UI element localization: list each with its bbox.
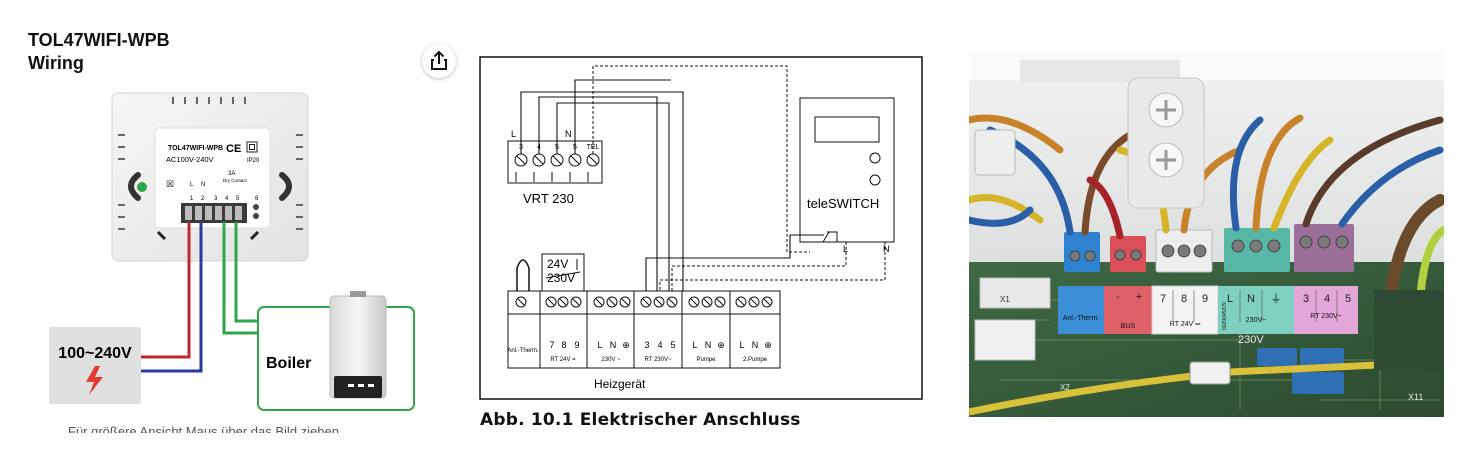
group-number: ⊕ <box>717 340 725 350</box>
vrt-n-label: N <box>565 129 572 139</box>
block-mark: 5 <box>1345 293 1351 305</box>
device-current-label: 3A <box>228 171 235 177</box>
image-caption: Für größere Ansicht Maus über das Bild z… <box>68 424 339 433</box>
terminal-number: 5 <box>236 196 240 202</box>
device-contact-label: Dry Contact <box>223 178 248 183</box>
terminal-block-red <box>1104 286 1152 334</box>
group-number: ⊕ <box>764 340 772 350</box>
terminal-number: 2 <box>201 196 205 202</box>
group-number: N <box>752 340 759 350</box>
group-number: N <box>610 340 617 350</box>
device-model-label: TOL47WIFI-WPB <box>168 145 223 152</box>
terminal-block-white <box>1151 285 1219 335</box>
group-number: L <box>739 340 744 350</box>
group-number: N <box>705 340 712 350</box>
group-number: L <box>597 340 602 350</box>
terminal-block-green <box>1218 286 1294 334</box>
group-label: RT 24V = <box>550 357 576 363</box>
neutral-wire <box>141 222 203 373</box>
vrt-label: VRT 230 <box>523 191 574 206</box>
group-label: RT 230V~ <box>645 357 672 363</box>
board-label: X11 <box>1408 392 1423 402</box>
block-mark: + <box>1136 291 1142 303</box>
terminal-block-purple <box>1294 286 1358 334</box>
block-label: 230V~ <box>1246 317 1266 324</box>
terminal-block-blue <box>1058 286 1104 334</box>
diagram-subtitle: Wiring <box>28 53 84 73</box>
group-label: Anl.-Therm. <box>507 348 539 354</box>
group-label: 230V ~ <box>601 357 621 363</box>
block-label: Anl.-Therm. <box>1063 315 1100 322</box>
teleswitch-label: teleSWITCH <box>807 196 879 211</box>
group-number: 3 <box>644 340 649 350</box>
terminal-number: 3 <box>214 196 218 202</box>
block-label: BUS <box>1121 323 1136 330</box>
group-label: 2.Pumpe <box>743 357 768 363</box>
terminal-number: 1 <box>190 196 194 202</box>
heizgeraet-label: Heizgerät <box>594 377 646 391</box>
block-mark: - <box>1116 291 1120 303</box>
group-number: 9 <box>574 340 579 350</box>
figure-caption: Abb. 10.1 Elektrischer Anschluss <box>480 410 801 430</box>
group-number: ⊕ <box>622 340 630 350</box>
share-icon <box>431 50 447 70</box>
group-number: L <box>692 340 697 350</box>
terminal-letter-n: N <box>201 182 205 188</box>
block-mark: 4 <box>1324 293 1330 305</box>
group-number: 4 <box>657 340 662 350</box>
board-label: X2 <box>1060 383 1070 392</box>
dc-label-top: 24V <box>547 257 568 271</box>
block-mark: 8 <box>1181 293 1187 305</box>
group-number: 8 <box>561 340 566 350</box>
terminal-number: 6 <box>255 196 259 202</box>
device-ip-label: IP20 <box>247 158 260 164</box>
power-source-box <box>49 327 141 404</box>
jumper-wire <box>516 259 530 291</box>
serial-number: 0020045379 <box>1222 302 1228 330</box>
svg-text:CE: CE <box>226 143 241 155</box>
block-mark: N <box>1247 293 1255 305</box>
svg-text:☒: ☒ <box>166 179 174 189</box>
group-number: 5 <box>670 340 675 350</box>
terminal-number: 4 <box>225 196 229 202</box>
signal-wire <box>234 222 258 323</box>
teleswitch-terminal: N <box>883 244 890 254</box>
vrt-l-label: L <box>511 129 516 139</box>
block-mark: 9 <box>1202 293 1208 305</box>
block-label: RT 24V ═ <box>1170 321 1200 328</box>
device-voltage-label: AC100V-240V <box>166 155 214 164</box>
share-button[interactable] <box>422 44 456 78</box>
signal-wire <box>222 222 258 335</box>
power-label: 100~240V <box>58 345 132 362</box>
boiler-label: Boiler <box>266 355 311 372</box>
connector-blue <box>1064 232 1100 272</box>
group-label: Pumpe <box>696 357 716 363</box>
connector-red <box>1110 236 1146 272</box>
terminal-letter-l: L <box>190 182 194 188</box>
board-label: X1 <box>1000 295 1010 304</box>
block-mark: 3 <box>1303 293 1309 305</box>
lightning-icon <box>86 366 103 395</box>
block-mark: L <box>1227 293 1233 305</box>
live-wire <box>141 222 191 359</box>
group-number: 7 <box>549 340 554 350</box>
vent-slots <box>118 97 303 230</box>
board-label: 230V <box>1238 334 1264 346</box>
block-label: RT 230V~ <box>1310 313 1341 320</box>
block-mark: ⏚ <box>1271 292 1282 305</box>
diagram-title: TOL47WIFI-WPB <box>28 30 170 50</box>
block-mark: 7 <box>1160 293 1166 305</box>
